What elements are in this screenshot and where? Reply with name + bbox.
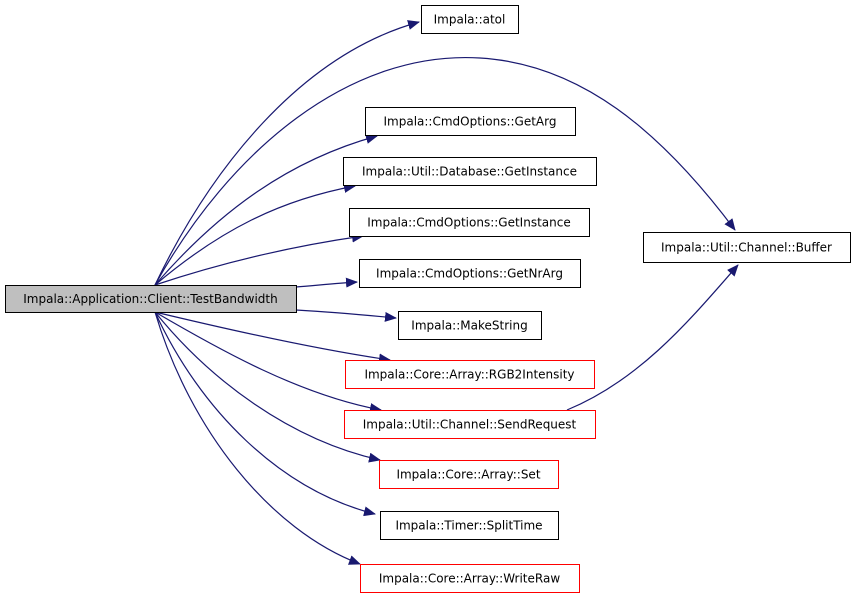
edge-root-to-makestring: [295, 309, 397, 322]
node-set[interactable]: Impala::Core::Array::Set: [379, 460, 559, 489]
node-label: Impala::Core::Array::Set: [396, 468, 540, 482]
edge-root-to-getarg: [154, 134, 378, 286]
node-box: [359, 259, 581, 288]
edge-line: [154, 311, 361, 565]
node-dbgetinstance[interactable]: Impala::Util::Database::GetInstance: [343, 157, 597, 186]
node-sendrequest[interactable]: Impala::Util::Channel::SendRequest: [344, 410, 596, 439]
edge-line: [154, 183, 356, 286]
edge-line: [154, 311, 376, 517]
node-label: Impala::atol: [434, 13, 506, 27]
node-label: Impala::CmdOptions::GetNrArg: [376, 267, 563, 281]
edge-line: [154, 311, 382, 413]
node-label: Impala::Application::Client::TestBandwid…: [23, 292, 277, 306]
edge-root-to-splittime: [154, 311, 376, 517]
node-box: [379, 460, 559, 489]
node-box: [345, 360, 595, 389]
node-box: [343, 157, 597, 186]
edge-root-to-set: [154, 311, 381, 463]
edge-root-to-cmdgetinstance: [154, 232, 364, 286]
edge-line: [154, 134, 378, 286]
edge-line: [154, 56, 736, 286]
node-splittime[interactable]: Impala::Timer::SplitTime: [380, 511, 559, 540]
node-atol[interactable]: Impala::atol: [421, 5, 519, 34]
node-label: Impala::Util::Channel::Buffer: [661, 241, 832, 255]
edge-line: [154, 20, 420, 286]
edge-root-to-buffer: [154, 56, 736, 286]
node-label: Impala::Util::Channel::SendRequest: [363, 418, 577, 432]
edge-root-to-writeraw: [154, 311, 361, 565]
node-label: Impala::Timer::SplitTime: [395, 519, 542, 533]
node-writeraw[interactable]: Impala::Core::Array::WriteRaw: [360, 564, 580, 593]
edge-layer: [154, 20, 739, 565]
edge-line: [566, 264, 739, 411]
node-getnrarg[interactable]: Impala::CmdOptions::GetNrArg: [359, 259, 581, 288]
edge-sendrequest-to-buffer: [566, 264, 739, 411]
node-box: [5, 285, 297, 313]
node-label: Impala::Core::Array::RGB2Intensity: [364, 368, 574, 382]
edge-root-to-sendrequest: [154, 311, 382, 413]
node-label: Impala::MakeString: [411, 319, 527, 333]
node-box: [398, 311, 542, 340]
node-buffer[interactable]: Impala::Util::Channel::Buffer: [643, 232, 851, 263]
node-box: [360, 564, 580, 593]
node-label: Impala::Core::Array::WriteRaw: [379, 572, 560, 586]
edge-line: [295, 309, 397, 322]
edge-line: [154, 232, 364, 286]
node-box: [643, 232, 851, 263]
node-label: Impala::CmdOptions::GetArg: [384, 115, 557, 129]
node-rgb2intensity[interactable]: Impala::Core::Array::RGB2Intensity: [345, 360, 595, 389]
node-layer: Impala::Application::Client::TestBandwid…: [5, 5, 851, 593]
edge-line: [154, 311, 381, 463]
edge-line: [295, 277, 358, 288]
node-makestring[interactable]: Impala::MakeString: [398, 311, 542, 340]
edge-root-to-rgb2intensity: [154, 311, 391, 364]
root-node-root: Impala::Application::Client::TestBandwid…: [5, 285, 297, 313]
node-box: [380, 511, 559, 540]
edge-line: [154, 311, 391, 364]
node-label: Impala::Util::Database::GetInstance: [362, 165, 577, 179]
node-box: [421, 5, 519, 34]
node-box: [349, 208, 590, 237]
node-cmdgetinstance[interactable]: Impala::CmdOptions::GetInstance: [349, 208, 590, 237]
node-box: [344, 410, 596, 439]
node-label: Impala::CmdOptions::GetInstance: [367, 216, 570, 230]
edge-root-to-atol: [154, 20, 420, 286]
edge-root-to-dbgetinstance: [154, 183, 356, 286]
edge-root-to-getnrarg: [295, 277, 358, 288]
node-getarg[interactable]: Impala::CmdOptions::GetArg: [365, 107, 576, 136]
node-box: [365, 107, 576, 136]
